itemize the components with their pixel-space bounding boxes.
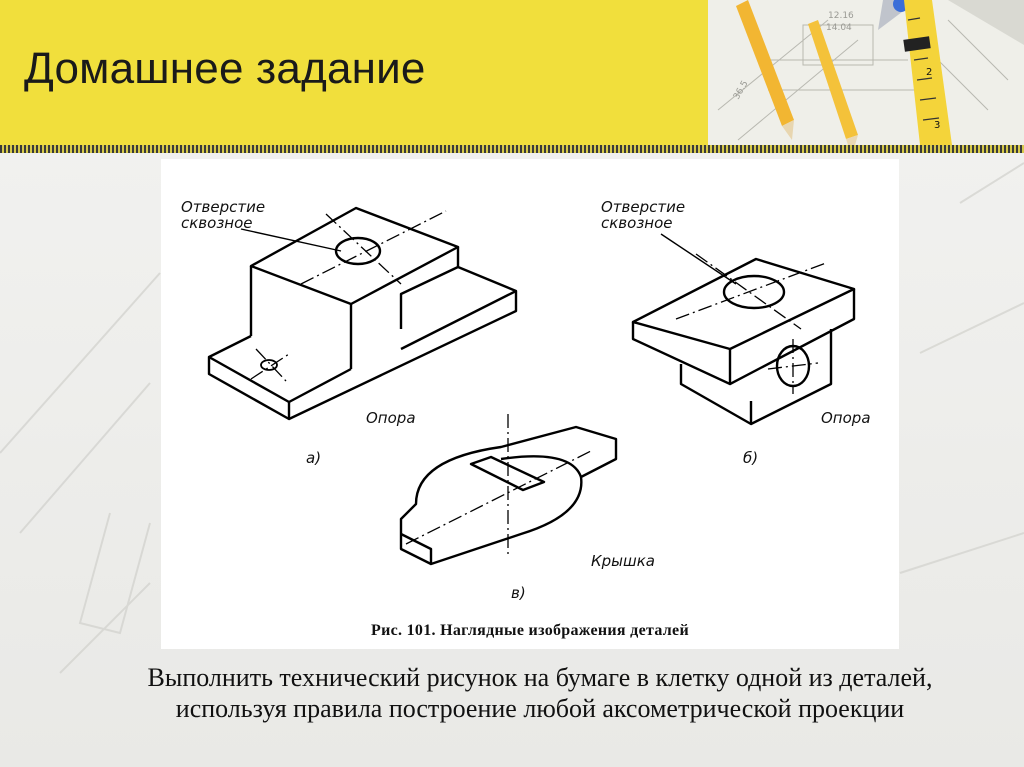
- label-support-b: Опора: [821, 409, 871, 427]
- label-hole-b: Отверстие сквозное: [601, 198, 686, 232]
- svg-text:3: 3: [934, 120, 940, 131]
- task-text: Выполнить технический рисунок на бумаге …: [147, 663, 933, 723]
- dotted-border: [0, 145, 1024, 153]
- figure-panel: Отверстие сквозное Опора а) Отверстие ск…: [161, 159, 899, 649]
- label-mark-v: в): [511, 584, 526, 602]
- label-support-a: Опора: [366, 409, 416, 427]
- svg-text:12.16: 12.16: [828, 11, 854, 21]
- figure-caption: Рис. 101. Наглядные изображения деталей: [371, 622, 689, 639]
- label-hole-a: Отверстие сквозное: [181, 198, 266, 232]
- label-mark-a: а): [306, 449, 322, 467]
- technical-drawings: [207, 206, 856, 566]
- slide-title: Домашнее задание: [24, 44, 426, 93]
- part-a-drawing: [207, 206, 518, 421]
- label-mark-b: б): [743, 449, 759, 467]
- label-cover: Крышка: [591, 552, 655, 570]
- background-sketch: [0, 162, 1024, 674]
- svg-text:2: 2: [926, 67, 932, 78]
- part-v-drawing: [399, 425, 618, 566]
- part-b-drawing: [631, 257, 856, 426]
- svg-text:14.04: 14.04: [826, 23, 852, 33]
